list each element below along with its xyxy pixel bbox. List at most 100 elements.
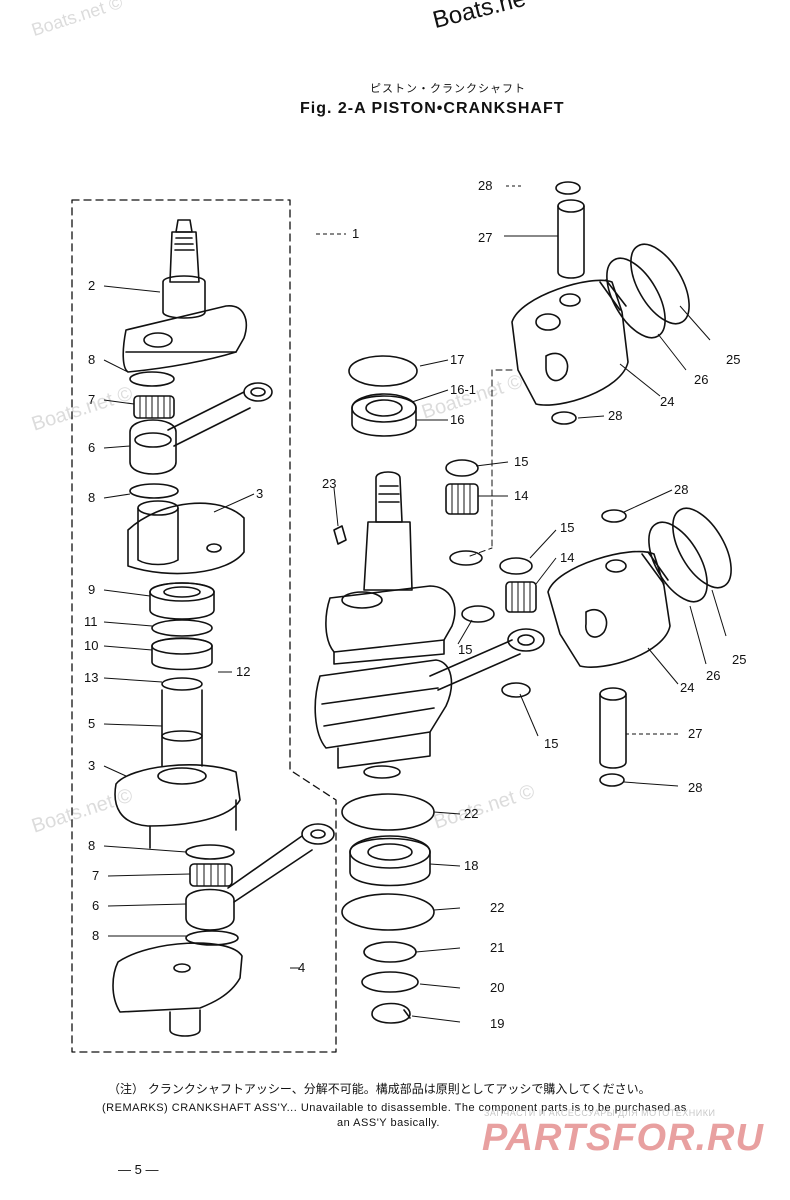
remarks-english-line2: an ASS'Y basically. (337, 1117, 440, 1129)
partsfor-tagline: ЗАПЧАСТИ И АКСЕССУАРЫ ДЛЯ МОТОТЕХНИКИ (484, 1108, 716, 1118)
leader-lines (103, 185, 727, 1023)
connecting-rod-upper (129, 382, 273, 475)
thrust-washer (129, 483, 179, 499)
crank-web-upper (122, 305, 248, 373)
seal-22-upper (341, 793, 435, 831)
ring-25-lower (672, 507, 732, 589)
thrust-washer (129, 371, 175, 387)
bearing-18 (349, 835, 431, 887)
callout-numbers: 2 8 7 6 8 3 9 11 10 12 13 5 3 8 7 6 8 4 … (84, 178, 746, 1031)
callout-25: 25 (726, 352, 740, 367)
callout-9: 9 (88, 582, 95, 597)
piston-pin-27 (557, 199, 585, 279)
clip-28 (601, 509, 627, 523)
piston-lower (547, 550, 671, 668)
ring-26-upper (606, 257, 666, 339)
callout-7: 7 (92, 868, 99, 883)
callout-14: 14 (514, 488, 528, 503)
callout-17: 17 (450, 352, 464, 367)
callout-12: 12 (236, 664, 250, 679)
crankshaft-assembly (314, 471, 545, 779)
callout-15: 15 (560, 520, 574, 535)
callout-7: 7 (88, 392, 95, 407)
remarks-japanese: （注） クランクシャフトアッシー、分解不可能。構成部品は原則としてアッシで購入し… (108, 1082, 651, 1096)
washer-21 (363, 941, 417, 963)
bearing-16 (351, 393, 417, 437)
oil-seal (151, 637, 213, 671)
callout-26: 26 (706, 668, 720, 683)
key-23 (333, 525, 347, 545)
seal-ring (161, 677, 203, 691)
seal-22-lower (341, 893, 435, 931)
callout-21: 21 (490, 940, 504, 955)
callout-28: 28 (478, 178, 492, 193)
snap-ring-17 (348, 355, 418, 387)
thrust-washer (185, 844, 235, 860)
callout-13: 13 (84, 670, 98, 685)
callout-8: 8 (92, 928, 99, 943)
callout-24: 24 (660, 394, 674, 409)
main-bearing (149, 582, 215, 620)
crank-upper-shaft (162, 219, 206, 319)
upper-small-end (445, 459, 483, 566)
callout-20: 20 (490, 980, 504, 995)
callout-28: 28 (688, 780, 702, 795)
clip-28 (551, 411, 577, 425)
crank-web-lower (114, 764, 241, 849)
callout-8: 8 (88, 490, 95, 505)
callout-14: 14 (560, 550, 574, 565)
assembly-boundary (71, 199, 337, 1053)
clip-28 (599, 773, 625, 787)
remarks-english-line1: (REMARKS) CRANKSHAFT ASS'Y... Unavailabl… (102, 1102, 687, 1114)
partsfor-logo[interactable]: PARTSFOR.RU (482, 1117, 764, 1159)
callout-5: 5 (88, 716, 95, 731)
callout-28: 28 (608, 408, 622, 423)
callout-1: 1 (352, 226, 359, 241)
page-title: Fig. 2-A PISTON•CRANKSHAFT (300, 100, 565, 117)
clip-28 (555, 181, 581, 195)
needle-bearing-upper (133, 395, 175, 419)
callout-18: 18 (464, 858, 478, 873)
callout-16-1: 16-1 (450, 382, 476, 397)
callout-27: 27 (688, 726, 702, 741)
callout-25: 25 (732, 652, 746, 667)
callout-3: 3 (88, 758, 95, 773)
connecting-rod-lower (185, 823, 335, 931)
piston-upper (511, 279, 629, 406)
needle-bearing-lower (189, 863, 233, 887)
callout-15: 15 (458, 642, 472, 657)
callout-19: 19 (490, 1016, 504, 1031)
page-number: — 5 — (118, 1162, 159, 1177)
circlip-19 (371, 1002, 411, 1024)
callout-8: 8 (88, 838, 95, 853)
title-japanese: ピストン・クランクシャフト (370, 82, 526, 95)
callout-26: 26 (694, 372, 708, 387)
callout-22: 22 (490, 900, 504, 915)
callout-6: 6 (88, 440, 95, 455)
callout-15: 15 (544, 736, 558, 751)
callout-24: 24 (680, 680, 694, 695)
piston-pin-27-lower (599, 687, 627, 769)
callout-28: 28 (674, 482, 688, 497)
callout-11: 11 (84, 614, 98, 629)
callout-3: 3 (256, 486, 263, 501)
snap-ring (151, 619, 213, 637)
callout-27: 27 (478, 230, 492, 245)
ring-26-lower (648, 521, 708, 603)
callout-10: 10 (84, 638, 98, 653)
crank-middle-shaft (161, 689, 203, 767)
callout-6: 6 (92, 898, 99, 913)
callout-4: 4 (298, 960, 305, 975)
callout-23: 23 (322, 476, 336, 491)
thrust-washer (185, 930, 239, 946)
callout-2: 2 (88, 278, 95, 293)
crank-web-bottom (112, 942, 243, 1037)
lower-small-end (461, 557, 537, 698)
ring-25-upper (630, 243, 690, 325)
washer-20 (361, 971, 419, 993)
callout-15: 15 (514, 454, 528, 469)
callout-8: 8 (88, 352, 95, 367)
callout-16: 16 (450, 412, 464, 427)
crank-web-middle (127, 500, 245, 575)
